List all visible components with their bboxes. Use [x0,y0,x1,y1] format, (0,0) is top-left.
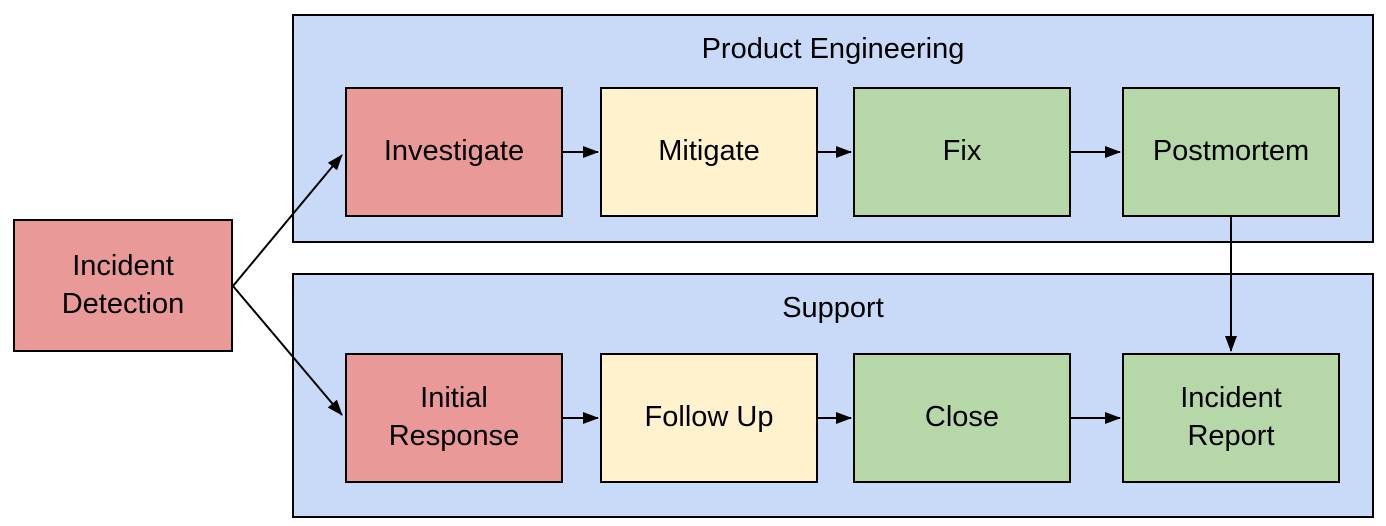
node-incident-detection: Incident Detection [13,219,233,352]
node-mitigate: Mitigate [600,87,818,217]
node-investigate: Investigate [345,87,563,217]
node-label-mitigate: Mitigate [658,135,760,168]
node-initial-response: Initial Response [345,353,563,483]
node-label-investigate: Investigate [383,135,525,168]
node-label-fix: Fix [942,135,982,168]
node-incident-report: Incident Report [1122,353,1340,483]
lane-title-product-engineering: Product Engineering [701,33,965,65]
node-label-incident-detection: Incident Detection [61,249,185,320]
node-label-incident-report: Incident Report [1180,382,1282,452]
node-postmortem: Postmortem [1122,87,1340,217]
node-label-initial-response: Initial Response [388,382,520,452]
node-close: Close [853,353,1071,483]
node-follow-up: Follow Up [600,353,818,483]
node-label-follow-up: Follow Up [644,401,774,434]
node-label-close: Close [924,401,1000,434]
node-fix: Fix [853,87,1071,217]
lane-title-support: Support [782,292,884,324]
node-label-postmortem: Postmortem [1152,135,1310,168]
